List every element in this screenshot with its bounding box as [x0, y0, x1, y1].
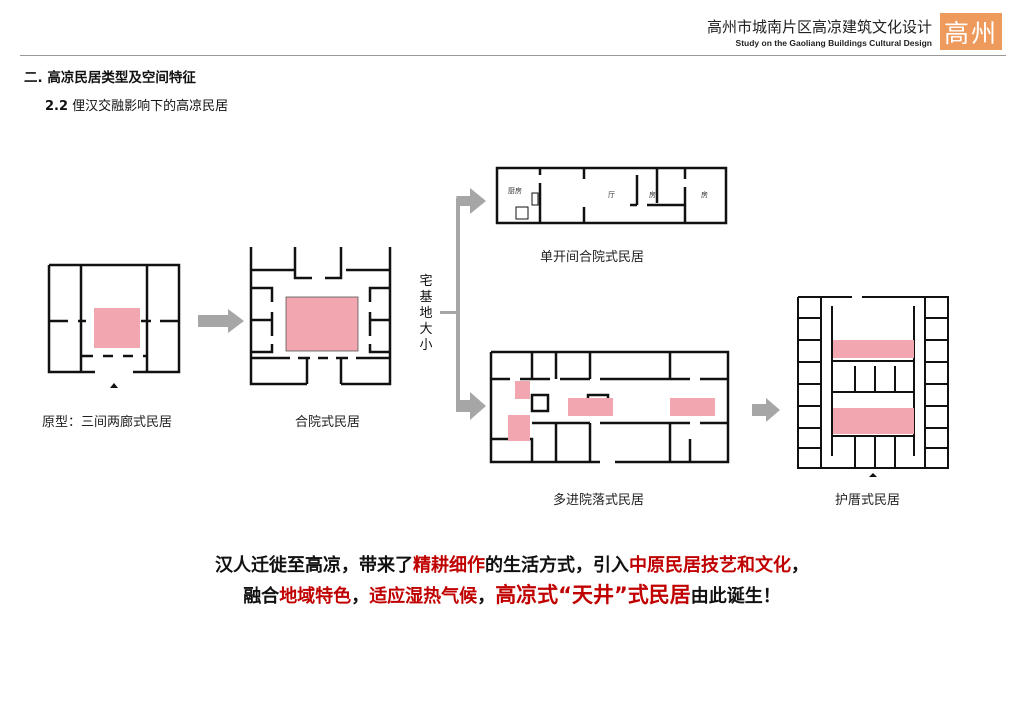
conclusion-highlight: 精耕细作 [413, 555, 485, 576]
conclusion-text: 的生活方式，引入 [485, 555, 629, 576]
room-label: 厅 [608, 191, 615, 199]
conclusion-highlight: 适应湿热气候 [369, 586, 478, 607]
conclusion-line-1: 汉人迁徙至高凉，带来了精耕细作的生活方式，引入中原民居技艺和文化， [0, 551, 1024, 577]
header-divider [20, 55, 1006, 56]
conclusion-text: ， [791, 555, 809, 576]
arrow-icon [198, 309, 244, 333]
conclusion-highlight: 高凉式“天井”式民居 [495, 583, 691, 607]
conclusion-text: ， [351, 586, 370, 607]
section-title: 二. 高凉民居类型及空间特征 [24, 70, 196, 86]
plan-label-multi-courtyard: 多进院落式民居 [553, 493, 645, 508]
plan-multi-courtyard [489, 350, 730, 464]
conclusion-highlight: 地域特色 [279, 586, 352, 607]
branch-arrows [440, 188, 486, 420]
room-label: 房 [701, 190, 708, 199]
plan-single-bay: 厨房厅 房 房 [495, 166, 728, 225]
room-label: 房 [649, 190, 656, 199]
conclusion-highlight: 中原民居技艺和文化 [629, 555, 791, 576]
plan-side-houses [797, 296, 949, 477]
plan-prototype [47, 263, 181, 388]
header-title: 高州市城南片区高凉建筑文化设计 [706, 18, 932, 36]
subsection-title: 2.2 俚汉交融影响下的高凉民居 [45, 95, 228, 114]
plan-label-courtyard: 合院式民居 [295, 415, 361, 430]
branch-label: 宅基地大小 [419, 274, 433, 353]
arrow-icon [752, 398, 780, 422]
conclusion-line-2: 融合地域特色，适应湿热气候，高凉式“天井”式民居由此诞生！ [0, 579, 1024, 609]
subsection-number: 2.2 [45, 99, 69, 114]
conclusion-text: 融合 [243, 586, 280, 607]
header-subtitle: Study on the Gaoliang Buildings Cultural… [735, 38, 932, 48]
plan-label-prototype: 原型：三间两廊式民居 [42, 415, 173, 430]
plan-courtyard [249, 247, 392, 386]
plan-label-single-bay: 单开间合院式民居 [540, 250, 645, 265]
room-label: 厨房 [508, 186, 522, 195]
subsection-text: 俚汉交融影响下的高凉民居 [68, 99, 229, 114]
logo: 高州 [940, 13, 1002, 50]
conclusion-text: 由此诞生！ [690, 586, 781, 607]
plan-label-side-houses: 护厝式民居 [835, 493, 901, 508]
conclusion-text: ， [477, 586, 496, 607]
conclusion-text: 汉人迁徙至高凉，带来了 [215, 555, 413, 576]
